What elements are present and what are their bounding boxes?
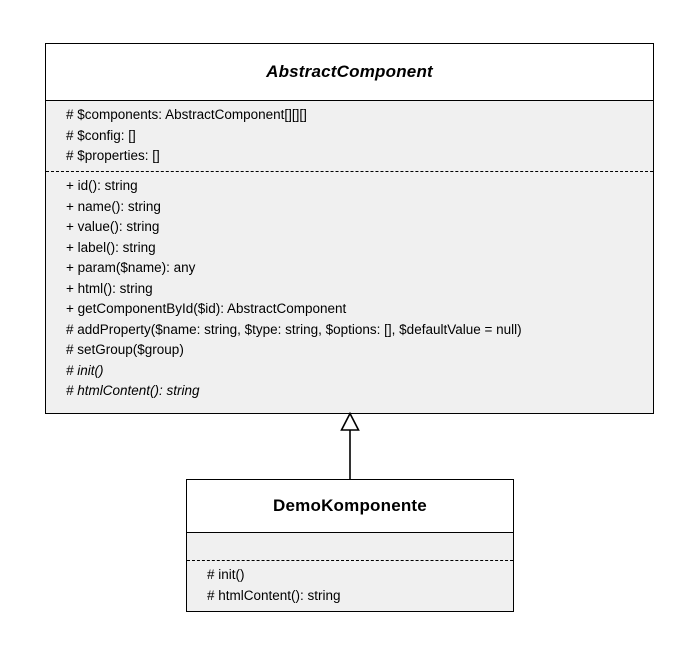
attributes-compartment-demo-komponente (187, 533, 513, 560)
method-item-abstract: # init() (66, 362, 104, 378)
method-item: + value(): string (66, 219, 160, 234)
class-name-label: DemoKomponente (273, 496, 427, 515)
attributes-compartment-abstract-component: # $components: AbstractComponent[][][] #… (46, 101, 653, 171)
hollow-triangle-arrow-icon (340, 411, 360, 431)
class-box-demo-komponente[interactable]: DemoKomponente # init() # htmlContent():… (186, 479, 514, 612)
method-item: + name(): string (66, 198, 161, 214)
methods-compartment-abstract-component: + id(): string + name(): string + value(… (46, 171, 653, 406)
method-item: # setGroup($group) (66, 342, 184, 357)
method-item: # addProperty($name: string, $type: stri… (66, 321, 522, 337)
method-item: + label(): string (66, 239, 156, 255)
class-title-abstract-component: AbstractComponent (46, 44, 653, 101)
class-title-demo-komponente: DemoKomponente (187, 480, 513, 533)
method-item: # htmlContent(): string (207, 587, 341, 603)
method-item: + getComponentById($id): AbstractCompone… (66, 301, 347, 316)
class-box-abstract-component[interactable]: AbstractComponent # $components: Abstrac… (45, 43, 654, 414)
attribute-item: # $properties: [] (66, 148, 160, 163)
attribute-item: # $config: [] (66, 127, 136, 143)
methods-compartment-demo-komponente: # init() # htmlContent(): string (187, 560, 513, 610)
method-item: + param($name): any (66, 260, 196, 275)
method-item: # init() (207, 567, 245, 582)
method-item: + id(): string (66, 178, 138, 193)
class-name-label: AbstractComponent (266, 62, 433, 81)
attribute-item: # $components: AbstractComponent[][][] (66, 107, 307, 122)
generalization-connector (340, 411, 360, 484)
method-item-abstract: # htmlContent(): string (66, 383, 200, 398)
method-item: + html(): string (66, 280, 153, 296)
